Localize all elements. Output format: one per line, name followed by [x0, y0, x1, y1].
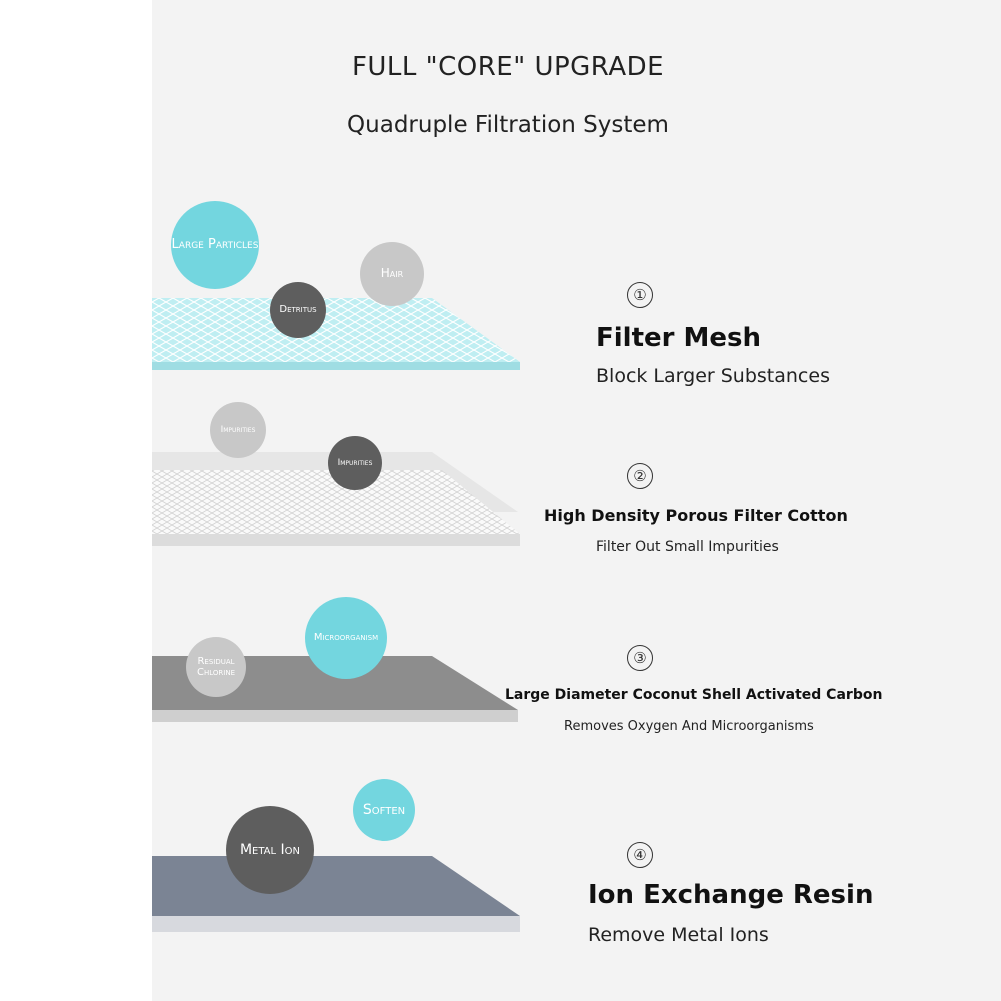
hair-bubble: Hair: [360, 242, 424, 306]
stage-1-title: Filter Mesh: [596, 323, 762, 353]
large-particles-bubble: Large Particles: [171, 201, 259, 289]
stage-2-description: Filter Out Small Impurities: [596, 539, 779, 555]
residual-chlorine-bubble: Residual Chlorine: [186, 637, 246, 697]
stage-4-title: Ion Exchange Resin: [588, 880, 874, 910]
stage-4-description: Remove Metal Ions: [588, 924, 769, 946]
stage-3-title: Large Diameter Coconut Shell Activated C…: [505, 687, 883, 703]
stage-1-number: ①: [627, 282, 653, 308]
stage-2-number: ②: [627, 463, 653, 489]
resin-layer: [152, 856, 520, 932]
page-title: FULL "CORE" UPGRADE: [351, 52, 665, 82]
soften-bubble: Soften: [353, 779, 415, 841]
filter-mesh-layer: [152, 298, 520, 370]
stage-4-number: ④: [627, 842, 653, 868]
metal-ion-bubble: Metal Ion: [226, 806, 314, 894]
microorganism-bubble: Microorganism: [305, 597, 387, 679]
filter-cotton-layer: [152, 452, 520, 546]
page-subtitle: Quadruple Filtration System: [347, 112, 669, 138]
stage-3-number: ③: [627, 645, 653, 671]
stage-3-description: Removes Oxygen And Microorganisms: [564, 719, 814, 734]
stage-2-title: High Density Porous Filter Cotton: [544, 506, 848, 525]
stage-1-description: Block Larger Substances: [596, 365, 830, 387]
detritus-bubble: Detritus: [270, 282, 326, 338]
impurities-bubble-dark: Impurities: [328, 436, 382, 490]
impurities-bubble-light: Impurities: [210, 402, 266, 458]
